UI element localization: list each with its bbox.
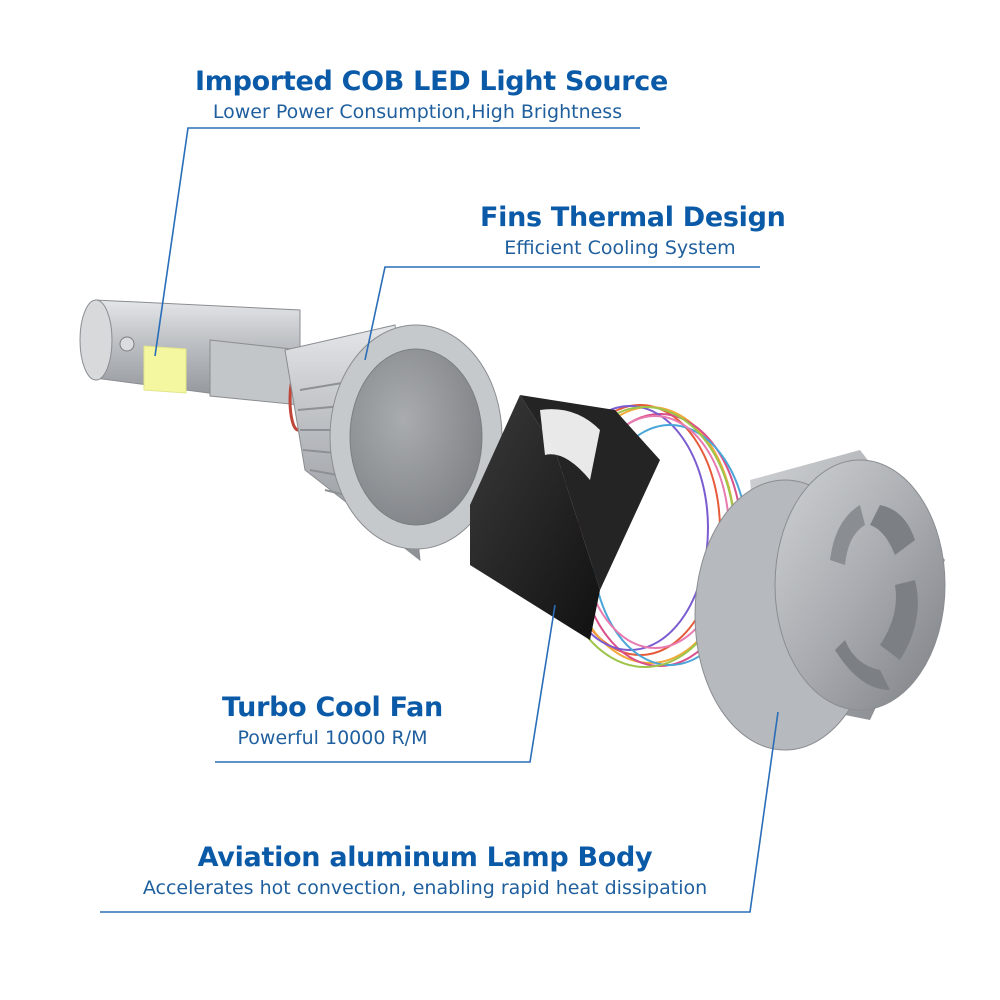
aluminum-shell	[694, 450, 946, 751]
callout-thermal-subtitle: Efficient Cooling System	[504, 237, 736, 259]
leader-line-light-source	[154, 127, 640, 357]
callout-fan-subtitle: Powerful 10000 R/M	[237, 727, 428, 749]
cob-led-chip	[143, 345, 187, 394]
leader-line-thermal	[364, 266, 760, 361]
leader-line-fan	[215, 604, 556, 763]
callout-body-subtitle: Accelerates hot convection, enabling rap…	[142, 877, 708, 899]
leader-line-body	[100, 711, 779, 913]
callout-light-source-title: Imported COB LED Light Source	[195, 66, 668, 97]
callout-light-source-subtitle: Lower Power Consumption,High Brightness	[212, 101, 623, 123]
callout-thermal: Fins Thermal Design Efficient Cooling Sy…	[480, 202, 786, 259]
callout-body: Aviation aluminum Lamp Body Accelerates …	[100, 842, 750, 899]
led-shaft	[79, 299, 301, 406]
fin-heatsink	[284, 324, 503, 562]
callout-fan: Turbo Cool Fan Powerful 10000 R/M	[215, 692, 450, 749]
callout-fan-title: Turbo Cool Fan	[222, 692, 443, 723]
callout-light-source: Imported COB LED Light Source Lower Powe…	[195, 66, 668, 123]
callout-body-title: Aviation aluminum Lamp Body	[197, 842, 653, 873]
callout-thermal-title: Fins Thermal Design	[480, 202, 786, 233]
